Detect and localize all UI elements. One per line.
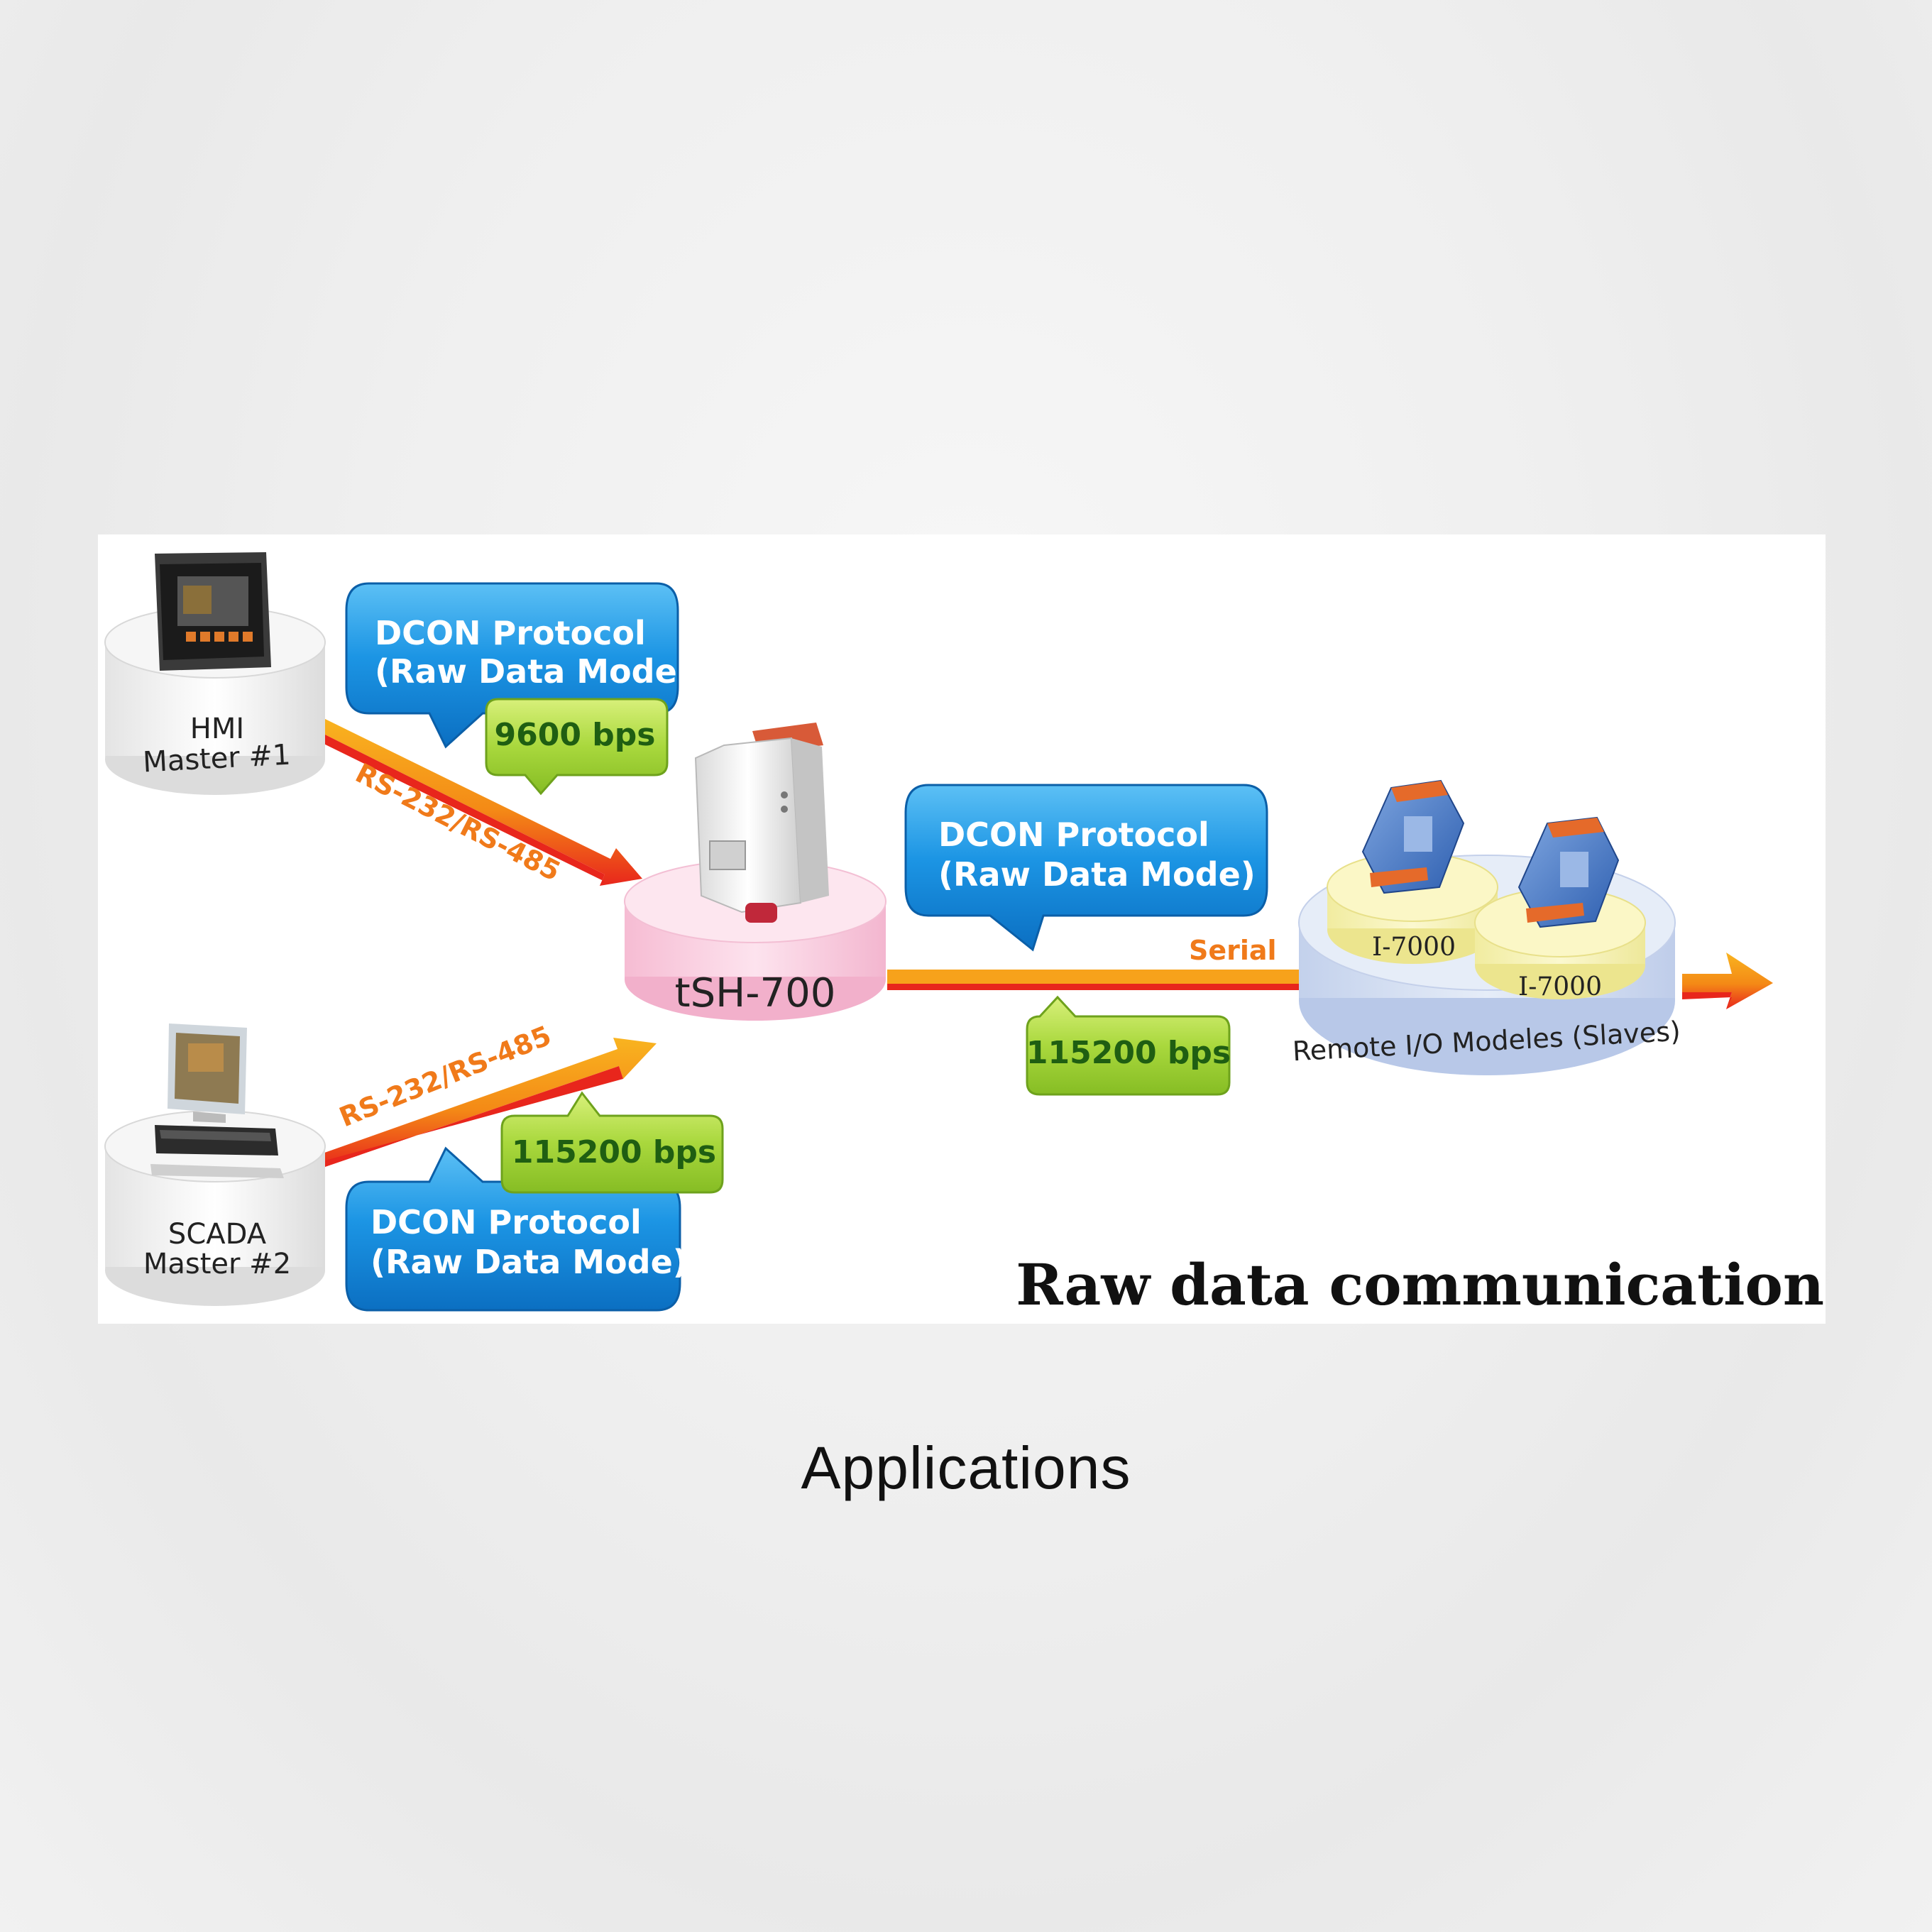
protocol-bubble-middle-line2: (Raw Data Mode) [938,855,1256,894]
tsh700-device-icon [694,723,829,923]
speed-badge-bottom: 115200 bps [500,1091,724,1194]
protocol-bubble-top-left-line2: (Raw Data Mode) [375,652,692,691]
link-scada-to-gateway [312,1038,657,1168]
speed-badge-bottom-label: 115200 bps [512,1134,716,1170]
link-slaves-out-arrow [1682,953,1773,1009]
diagram-title: Raw data communication [1016,1251,1824,1318]
protocol-bubble-top-left-line1: DCON Protocol [375,614,646,652]
page-caption: Applications [801,1434,1131,1501]
protocol-bubble-middle-line1: DCON Protocol [938,816,1209,854]
hmi-label-line1: HMI [190,713,244,745]
protocol-bubble-bottom-left-line2: (Raw Data Mode) [371,1243,688,1281]
protocol-bubble-bottom-left-line1: DCON Protocol [371,1203,642,1241]
speed-badge-top: 9600 bps [485,698,669,796]
scada-label-line1: SCADA [168,1218,267,1251]
io-a-label: I-7000 [1372,933,1456,962]
hmi-label-line2: Master #1 [142,739,291,779]
scada-computer-icon [150,1023,284,1178]
scada-label-line2: Master #2 [143,1248,291,1280]
speed-badge-middle: 115200 bps [1026,995,1231,1096]
io-module-b-icon [1517,816,1620,928]
io-module-a-icon [1361,779,1465,894]
speed-badge-top-label: 9600 bps [495,717,656,753]
gateway-label: tSH-700 [675,970,836,1016]
hmi-touch-panel-icon [155,552,271,671]
link-gateway-to-slaves [887,970,1299,990]
protocol-bubble-middle: DCON Protocol (Raw Data Mode) [904,784,1268,952]
link-hmi-to-gateway [312,717,642,886]
speed-badge-middle-label: 115200 bps [1026,1035,1231,1071]
io-b-label: I-7000 [1518,972,1602,1001]
link-right-label: Serial [1189,935,1277,966]
